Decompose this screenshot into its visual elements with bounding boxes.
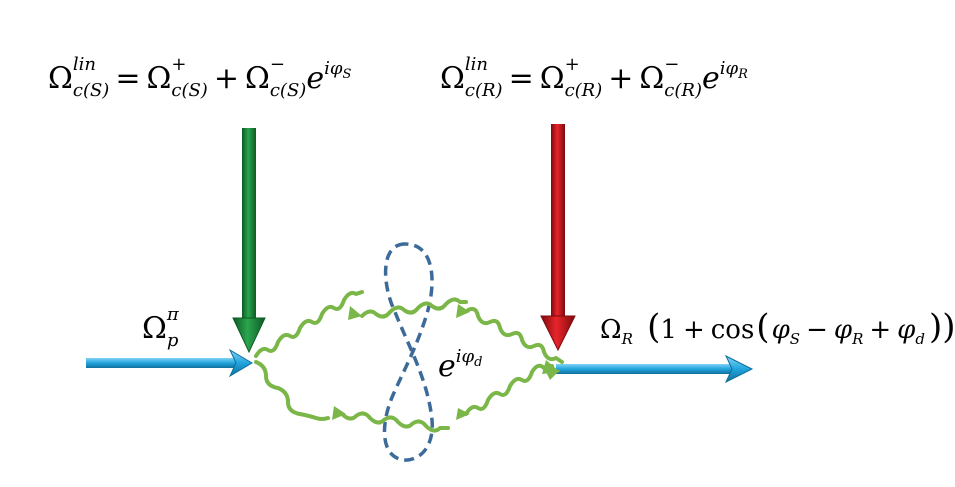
wavy-path-upper-right	[466, 306, 564, 364]
dashed-loop	[382, 242, 434, 462]
output-equation: ΩR (1+cos(φS−φR+φd))	[600, 307, 955, 348]
wavy-path-lower-mid	[340, 411, 450, 433]
reference-control-arrow	[540, 124, 576, 352]
wavy-arrowheads	[332, 304, 560, 420]
omega-lhs: Ω	[48, 61, 73, 96]
wavy-paths	[254, 290, 564, 433]
source-control-arrow	[232, 128, 266, 354]
arrowhead-lower-2	[456, 408, 470, 420]
arrowhead-upper-1	[348, 306, 362, 320]
arrowhead-lower-1	[332, 406, 346, 420]
wavy-path-upper-mid	[360, 297, 468, 319]
arrowhead-upper-2	[456, 304, 470, 318]
probe-input-arrow	[86, 348, 253, 378]
wavy-path-lower-left	[254, 360, 330, 421]
arrowhead-lower-3	[544, 368, 560, 380]
output-arrow	[556, 354, 754, 384]
wavy-path-lower-right	[464, 363, 554, 416]
phase-label: eiφd	[438, 346, 483, 384]
wavy-path-upper-left	[254, 290, 364, 358]
